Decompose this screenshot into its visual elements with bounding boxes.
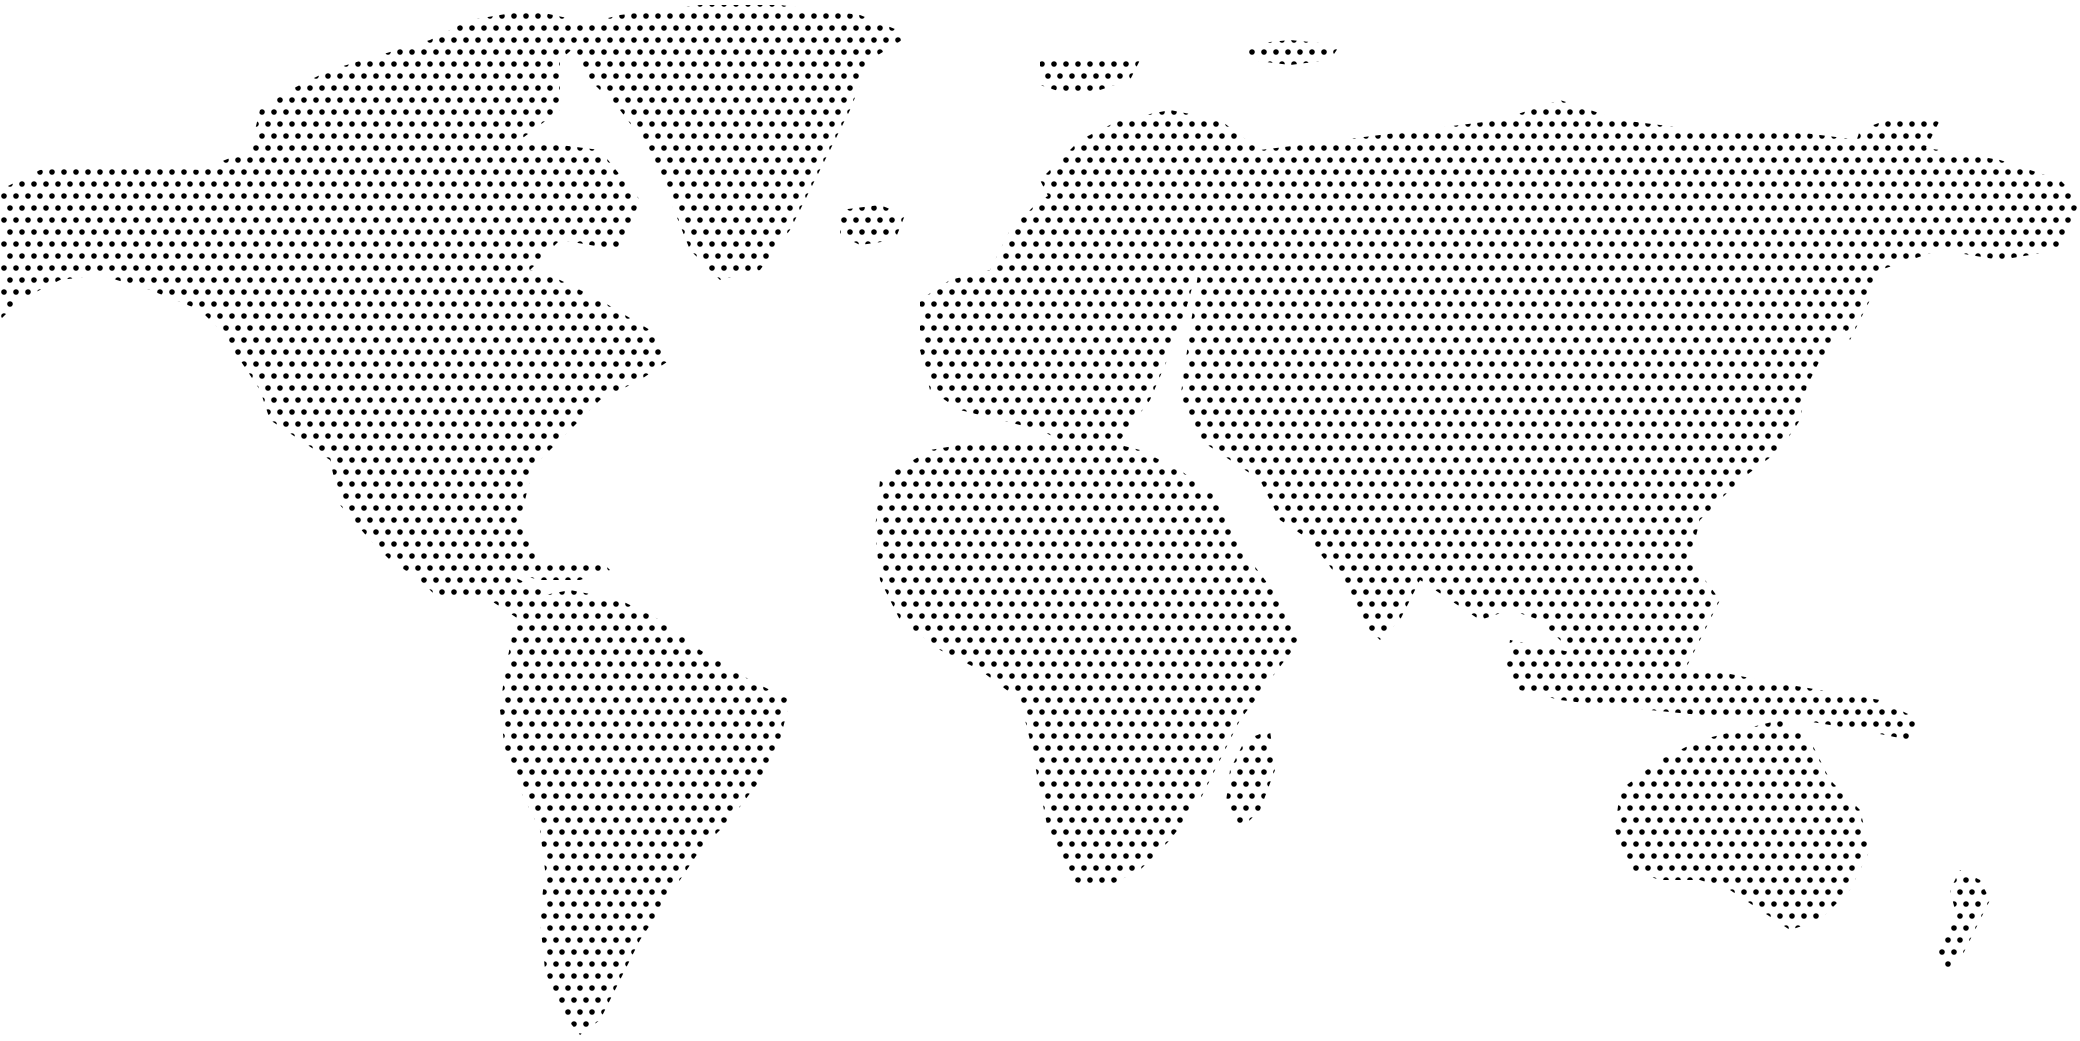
map-dots [1,5,2077,1035]
world-map-container [1,5,2077,1035]
dotted-world-map [1,5,2077,1035]
